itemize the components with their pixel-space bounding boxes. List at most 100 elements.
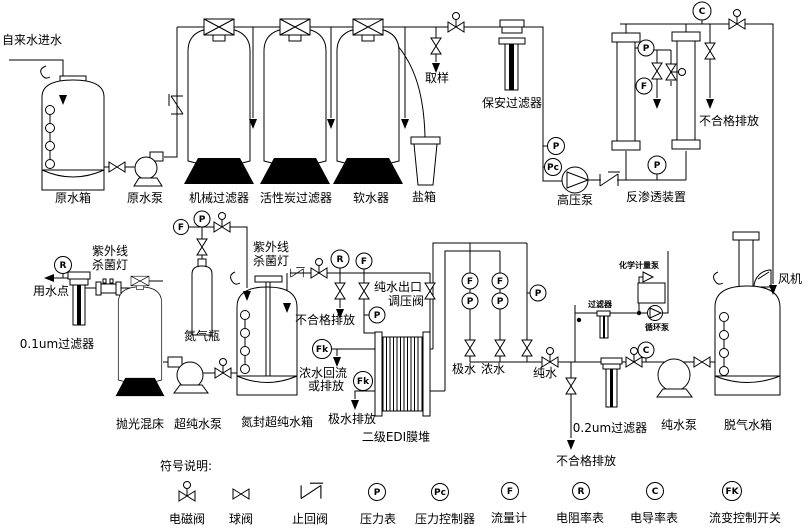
resistivity-meter: R <box>330 249 350 269</box>
pure-water-pump <box>656 358 693 398</box>
solenoid-valve-tank-outlet <box>214 358 232 379</box>
legend-label-solenoid: 电磁阀 <box>169 511 205 526</box>
label-uv-left-1: 紫外线 <box>92 244 128 258</box>
label-water-use-point: 用水点 <box>33 284 69 298</box>
label-reject-discharge-bottom: 不合格排放 <box>556 453 616 468</box>
label-degas-tank: 脱气水箱 <box>724 417 772 432</box>
svg-text:P: P <box>654 161 661 171</box>
ball-valve-n2-bottle <box>196 238 208 256</box>
label-uv-left-2: 杀菌灯 <box>92 257 128 272</box>
label-filter-02um: 0.2um过滤器 <box>573 421 647 435</box>
label-concentrate-return-1: 浓水回流 <box>299 366 347 380</box>
pressure-gauge: P <box>461 292 479 310</box>
resistivity-meter: R <box>54 256 72 274</box>
flow-control-switch-icon: FK <box>722 481 742 501</box>
ball-valve-icon <box>232 488 250 500</box>
ball-valve-drain-r <box>334 282 346 300</box>
flow-meter-icon: F <box>501 482 519 500</box>
flow-meter: F <box>635 77 653 95</box>
pressure-gauge-icon: P <box>368 483 386 501</box>
svg-text:P: P <box>199 215 206 225</box>
n2-sealed-ultrapure-tank <box>230 271 298 396</box>
solenoid-valve-manifold <box>447 12 465 33</box>
label-tap-water-inlet: 自来水进水 <box>2 33 62 47</box>
svg-text:R: R <box>337 255 344 265</box>
label-reject-discharge-ro: 不合格排放 <box>699 113 759 128</box>
ball-valve-sampling <box>430 37 442 55</box>
svg-text:Fk: Fk <box>357 377 370 387</box>
ball-valve-pure <box>521 339 533 357</box>
pressure-gauge: P <box>637 39 655 57</box>
legend-label-check: 止回阀 <box>292 512 328 526</box>
gauges: P Pc P C P F R F P R F P Fk Fk F P F P P… <box>54 1 712 391</box>
ultrapure-water-pump <box>167 356 209 394</box>
inline-filter-cartridge <box>596 310 611 339</box>
ball-valve-ro-reject <box>704 42 716 60</box>
high-pressure-pump <box>561 166 590 194</box>
mechanical-filter-tank <box>183 27 255 185</box>
pressure-gauge: P <box>547 137 565 155</box>
labels: 自来水进水 原水箱 原水泵 机械过滤器 活性炭过滤器 软水器 盐箱 取样 保安过… <box>2 33 802 468</box>
label-polar-discharge: 极水排放 <box>328 411 376 426</box>
ball-valve-edi-product <box>358 282 370 300</box>
components <box>40 18 781 417</box>
label-filter-01um: 0.1um过滤器 <box>20 337 94 351</box>
label-inline-filter: 过滤器 <box>588 299 613 309</box>
solenoid-valve-n2-line <box>213 212 231 233</box>
dosing-assembly <box>576 271 666 339</box>
resistivity-meter-icon: R <box>572 482 590 500</box>
ball-valve-ro-interstage <box>651 62 663 80</box>
polishing-mixed-bed <box>115 286 165 397</box>
ball-valve-concentrate <box>494 339 506 357</box>
label-reject-discharge-mid: 不合格排放 <box>295 312 355 327</box>
label-uv-right-2: 杀菌灯 <box>253 253 289 268</box>
label-uv-right-1: 紫外线 <box>253 240 289 254</box>
svg-text:C: C <box>699 7 706 17</box>
svg-text:F: F <box>361 257 367 267</box>
svg-text:F: F <box>467 277 473 287</box>
label-concentrate-water: 浓水 <box>481 362 505 376</box>
ball-valve-reject-branch <box>565 377 577 395</box>
filter-01um <box>67 271 91 326</box>
svg-text:F: F <box>507 487 513 497</box>
legend-title: 符号说明: <box>160 458 212 473</box>
label-outlet-valve-1: 纯水出口 <box>374 280 422 294</box>
svg-text:F: F <box>641 82 647 92</box>
conductivity-meter: C <box>692 1 712 21</box>
security-filter <box>498 19 526 91</box>
svg-text:P: P <box>643 44 650 54</box>
svg-text:P: P <box>374 488 381 498</box>
label-concentrate-return-2: 或排放 <box>308 378 344 393</box>
flow-meter: F <box>355 252 373 270</box>
check-valve-tank-inlet <box>290 267 306 278</box>
label-raw-water-pump: 原水泵 <box>127 191 163 205</box>
label-outlet-valve-2: 调压阀 <box>388 294 424 308</box>
ball-valve-polar <box>464 339 476 357</box>
label-ultrapure-pump: 超纯水泵 <box>174 416 222 431</box>
svg-text:P: P <box>497 297 504 307</box>
check-valve-riser <box>168 93 184 115</box>
flow-meter: F <box>491 272 509 290</box>
label-pure-water: 纯水 <box>533 366 557 380</box>
label-salt-tank: 盐箱 <box>412 189 436 204</box>
legend-label-resistivity: 电阻率表 <box>556 510 604 525</box>
svg-text:P: P <box>553 142 560 152</box>
nitrogen-bottle <box>191 258 213 336</box>
softener-tank <box>332 27 404 185</box>
label-polishing-bed: 抛光混床 <box>116 416 164 431</box>
label-fan: 风机 <box>778 272 802 286</box>
flow-meter: F <box>461 272 479 290</box>
svg-text:C: C <box>643 346 650 356</box>
svg-text:C: C <box>652 487 659 497</box>
pressure-gauge: P <box>193 210 211 228</box>
check-valve-hp-pump <box>599 171 621 187</box>
edi-membrane-stack <box>374 331 431 417</box>
uv-sterilizer-unit <box>95 278 122 296</box>
solenoid-valve-tank-inlet <box>310 258 328 279</box>
pipe-mid-left <box>46 226 248 374</box>
label-nitrogen-bottle: 氮气瓶 <box>184 328 220 343</box>
conductivity-meter: C <box>637 341 655 359</box>
fan <box>753 269 772 288</box>
